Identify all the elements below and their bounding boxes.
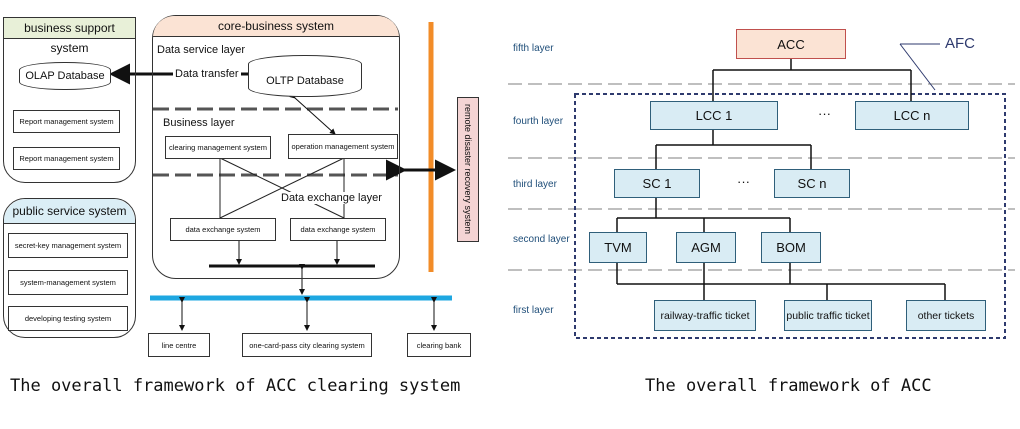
report-management-system-1: Report management system bbox=[13, 110, 120, 133]
olap-database: OLAP Database bbox=[19, 62, 111, 90]
sc-n-box: SC n bbox=[774, 169, 850, 198]
agm-box: AGM bbox=[676, 232, 736, 263]
layer-label-first: first layer bbox=[513, 305, 554, 316]
public-traffic-ticket-box: public traffic ticket bbox=[784, 300, 872, 331]
system-management-system: system-management system bbox=[8, 270, 128, 295]
data-exchange-system-1: data exchange system bbox=[170, 218, 276, 241]
afc-label: AFC bbox=[945, 35, 975, 52]
lcc-n-box: LCC n bbox=[855, 101, 969, 130]
line-centre: line centre bbox=[148, 333, 210, 357]
secret-key-management-system: secret-key management system bbox=[8, 233, 128, 258]
remote-disaster-recovery-label: remote disaster recovery system bbox=[463, 104, 473, 235]
core-business-title: core-business system bbox=[153, 16, 399, 37]
layer-label-second: second layer bbox=[513, 234, 570, 245]
bom-box: BOM bbox=[761, 232, 821, 263]
developing-testing-system: developing testing system bbox=[8, 306, 128, 331]
data-transfer-label: Data transfer bbox=[173, 68, 241, 80]
tvm-box: TVM bbox=[589, 232, 647, 263]
lcc-ellipsis: ··· bbox=[818, 106, 831, 121]
report-management-system-2: Report management system bbox=[13, 147, 120, 170]
layer-label-fifth: fifth layer bbox=[513, 43, 554, 54]
oltp-database: OLTP Database bbox=[248, 55, 362, 97]
clearing-management-system: clearing management system bbox=[165, 136, 271, 159]
sc-ellipsis: ··· bbox=[737, 174, 750, 189]
business-layer-label: Business layer bbox=[163, 117, 235, 129]
one-card-pass-city-clearing-system: one-card-pass city clearing system bbox=[242, 333, 372, 357]
other-tickets-box: other tickets bbox=[906, 300, 986, 331]
oltp-database-label: OLTP Database bbox=[266, 75, 344, 87]
operation-management-system: operation management system bbox=[288, 134, 398, 159]
sc-1-box: SC 1 bbox=[614, 169, 700, 198]
public-service-title: public service system bbox=[4, 199, 135, 224]
business-support-title: business support system bbox=[4, 18, 135, 55]
remote-disaster-recovery-system: remote disaster recovery system bbox=[457, 97, 479, 242]
lcc-1-box: LCC 1 bbox=[650, 101, 778, 130]
business-support-panel: business support system bbox=[3, 17, 136, 183]
data-service-layer-label: Data service layer bbox=[157, 44, 246, 56]
acc-box: ACC bbox=[736, 29, 846, 59]
layer-label-third: third layer bbox=[513, 179, 557, 190]
layer-label-fourth: fourth layer bbox=[513, 116, 564, 127]
data-exchange-layer-label: Data exchange layer bbox=[279, 192, 384, 204]
left-caption: The overall framework of ACC clearing sy… bbox=[10, 376, 461, 396]
right-caption: The overall framework of ACC bbox=[645, 376, 932, 396]
olap-database-label: OLAP Database bbox=[25, 70, 105, 82]
clearing-bank: clearing bank bbox=[407, 333, 471, 357]
data-exchange-system-2: data exchange system bbox=[290, 218, 386, 241]
core-business-panel: core-business system bbox=[152, 15, 400, 279]
railway-traffic-ticket-box: railway-traffic ticket bbox=[654, 300, 756, 331]
